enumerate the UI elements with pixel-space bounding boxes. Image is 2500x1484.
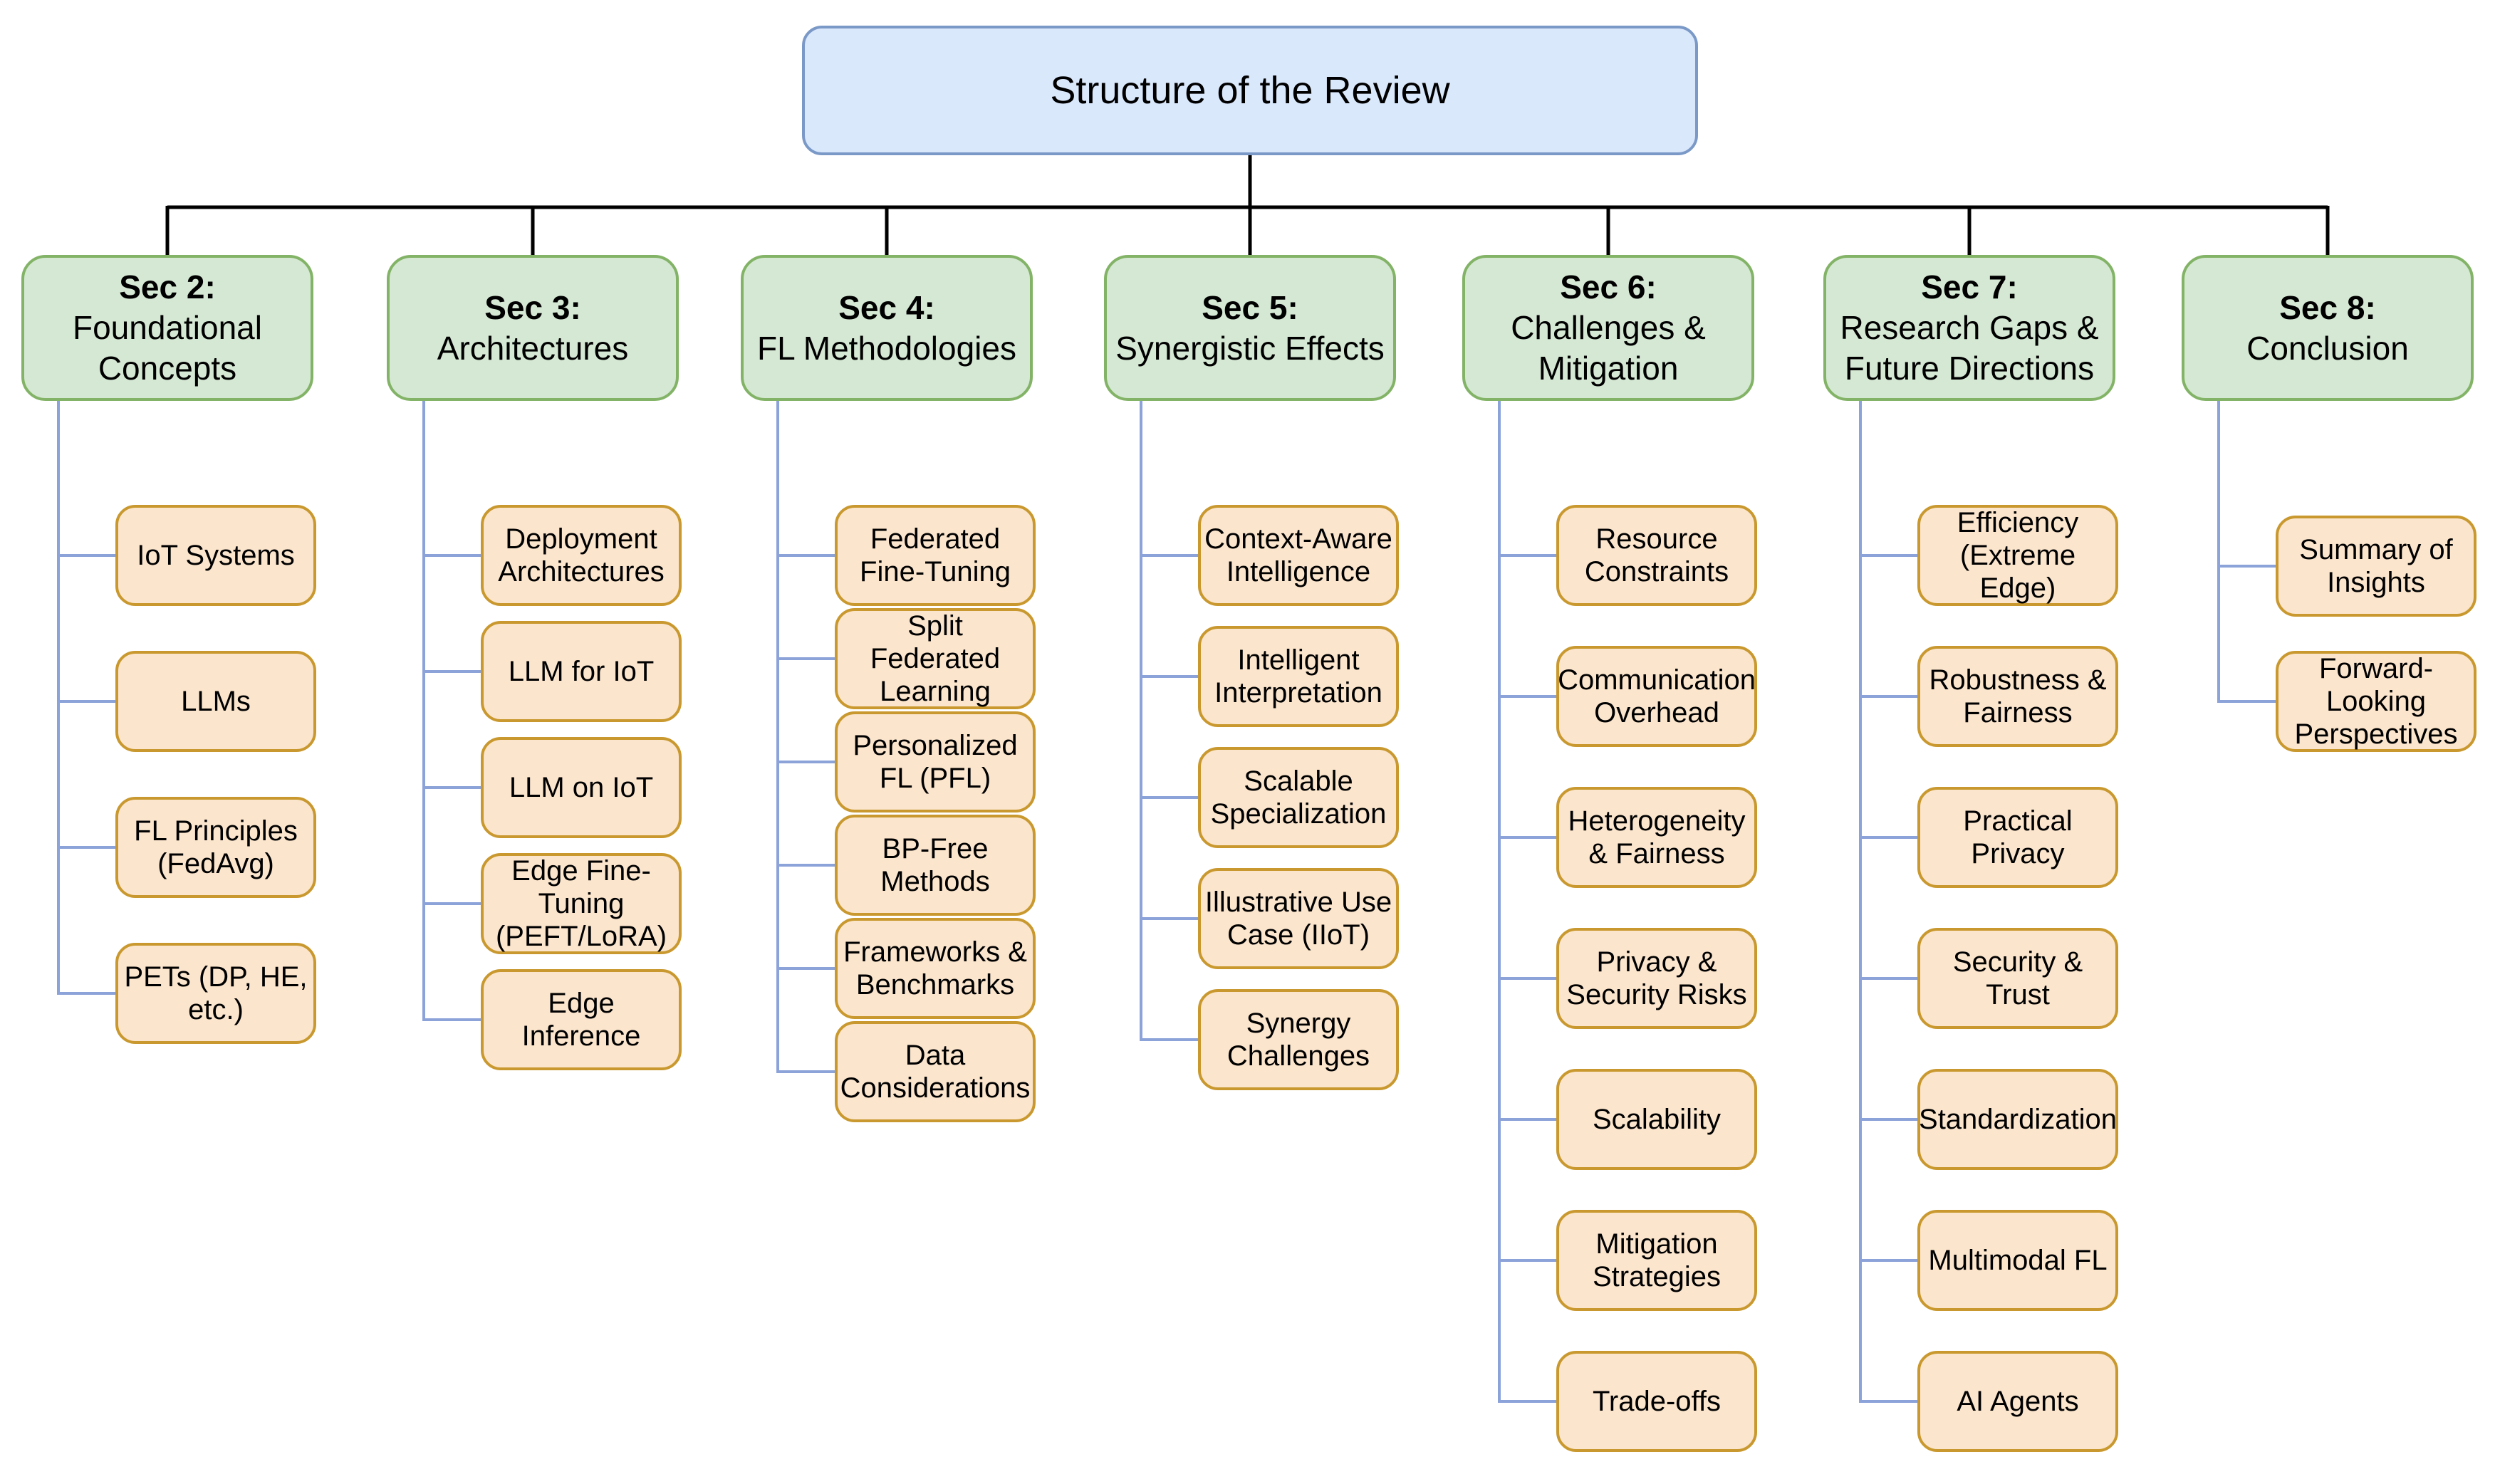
topic-label: Edge Inference [521,988,641,1052]
section-header-sec8: Sec 8:Conclusion [2182,255,2474,401]
topic-label: Synergy Challenges [1226,1008,1370,1072]
topic-node: Robustness & Fairness [1917,646,2118,747]
section-header-sec4: Sec 4:FL Methodologies [741,255,1033,401]
section-title: Research Gaps & Future Directions [1840,309,2099,387]
topic-label: BP-Free Methods [880,833,990,897]
topic-node: Summary of Insights [2276,516,2476,617]
topic-node: LLM for IoT [481,621,682,722]
topic-label: LLMs [181,686,251,717]
section-number: Sec 6: [1560,268,1657,305]
topic-node: Context-Aware Intelligence [1198,505,1399,606]
topic-label: Security & Trust [1952,946,2083,1010]
section-header-sec2: Sec 2: Foundational Concepts [21,255,313,401]
topic-node: Mitigation Strategies [1556,1210,1757,1311]
topic-label: Illustrative Use Case (IIoT) [1204,887,1392,951]
topic-label: Practical Privacy [1963,805,2073,869]
topic-label: Intelligent Interpretation [1214,644,1382,709]
topic-node: Intelligent Interpretation [1198,626,1399,727]
section-header-sec7: Sec 7: Research Gaps & Future Directions [1823,255,2115,401]
topic-label: Mitigation Strategies [1592,1228,1722,1292]
topic-node: Edge Inference [481,969,682,1070]
topic-node: Resource Constraints [1556,505,1757,606]
topic-node: LLMs [115,651,316,752]
topic-node: LLM on IoT [481,737,682,838]
topic-label: LLM for IoT [508,656,655,687]
topic-label: Split Federated Learning [870,610,1001,707]
section-title: Challenges & Mitigation [1511,309,1706,387]
topic-node: FL Principles (FedAvg) [115,797,316,898]
topic-label: AI Agents [1957,1386,2079,1417]
topic-node: Security & Trust [1917,928,2118,1029]
topic-node: Trade-offs [1556,1351,1757,1452]
root-node-structure-of-review: Structure of the Review [802,26,1698,155]
section-number: Sec 3: [484,288,581,326]
topic-node: Forward-Looking Perspectives [2276,651,2476,752]
section-number: Sec 8: [2279,288,2376,326]
section-header-sec3: Sec 3:Architectures [387,255,679,401]
topic-node: Standardization [1917,1069,2118,1170]
topic-node: Federated Fine-Tuning [835,505,1036,606]
section-number: Sec 7: [1921,268,2018,305]
topic-node: Scalable Specialization [1198,747,1399,848]
topic-node: Edge Fine-Tuning (PEFT/LoRA) [481,853,682,954]
topic-node: Illustrative Use Case (IIoT) [1198,868,1399,969]
topic-label: Resource Constraints [1584,523,1729,587]
section-title: FL Methodologies [757,329,1016,367]
topic-label: Context-Aware Intelligence [1204,523,1392,587]
topic-node: Frameworks & Benchmarks [835,918,1036,1019]
section-number: Sec 5: [1202,288,1298,326]
topic-label: Communication Overhead [1558,664,1756,728]
topic-node: Heterogeneity & Fairness [1556,787,1757,888]
section-title: Architectures [437,329,629,367]
topic-label: Forward-Looking Perspectives [2294,653,2458,750]
diagram-title: Structure of the Review [1050,69,1450,112]
topic-node: BP-Free Methods [835,815,1036,916]
topic-node: Communication Overhead [1556,646,1757,747]
topic-label: Personalized FL (PFL) [853,730,1018,794]
topic-label: FL Principles (FedAvg) [134,815,298,879]
topic-label: Trade-offs [1592,1386,1722,1417]
topic-node: Privacy & Security Risks [1556,928,1757,1029]
topic-node: Synergy Challenges [1198,989,1399,1090]
topic-label: Standardization [1919,1104,2117,1135]
topic-label: Robustness & Fairness [1929,664,2107,728]
topic-label: Heterogeneity & Fairness [1568,805,1746,869]
topic-label: Data Considerations [840,1040,1031,1104]
topic-label: Efficiency (Extreme Edge) [1957,507,2079,604]
topic-label: Federated Fine-Tuning [860,523,1011,587]
topic-label: Multimodal FL [1928,1245,2108,1276]
section-header-sec6: Sec 6: Challenges & Mitigation [1462,255,1754,401]
section-header-sec5: Sec 5:Synergistic Effects [1104,255,1396,401]
topic-label: Privacy & Security Risks [1566,946,1747,1010]
topic-label: Scalability [1592,1104,1722,1135]
topic-node: IoT Systems [115,505,316,606]
topic-label: Edge Fine-Tuning (PEFT/LoRA) [495,855,667,952]
topic-node: Split Federated Learning [835,608,1036,709]
topic-node: Personalized FL (PFL) [835,711,1036,812]
topic-label: LLM on IoT [509,772,654,803]
topic-node: AI Agents [1917,1351,2118,1452]
topic-node: PETs (DP, HE, etc.) [115,943,316,1044]
topic-node: Data Considerations [835,1021,1036,1122]
section-title: Synergistic Effects [1115,329,1385,367]
topic-node: Practical Privacy [1917,787,2118,888]
section-number: Sec 4: [838,288,935,326]
section-title: Conclusion [2246,329,2409,367]
topic-label: Deployment Architectures [498,523,665,587]
topic-node: Multimodal FL [1917,1210,2118,1311]
topic-label: Frameworks & Benchmarks [843,936,1027,1000]
topic-label: IoT Systems [137,540,295,571]
topic-node: Efficiency (Extreme Edge) [1917,505,2118,606]
section-number: Sec 2: [119,268,216,305]
topic-node: Deployment Architectures [481,505,682,606]
topic-label: PETs (DP, HE, etc.) [124,961,308,1025]
topic-node: Scalability [1556,1069,1757,1170]
topic-label: Summary of Insights [2299,534,2453,598]
section-title: Foundational Concepts [73,309,262,387]
topic-label: Scalable Specialization [1210,765,1387,830]
